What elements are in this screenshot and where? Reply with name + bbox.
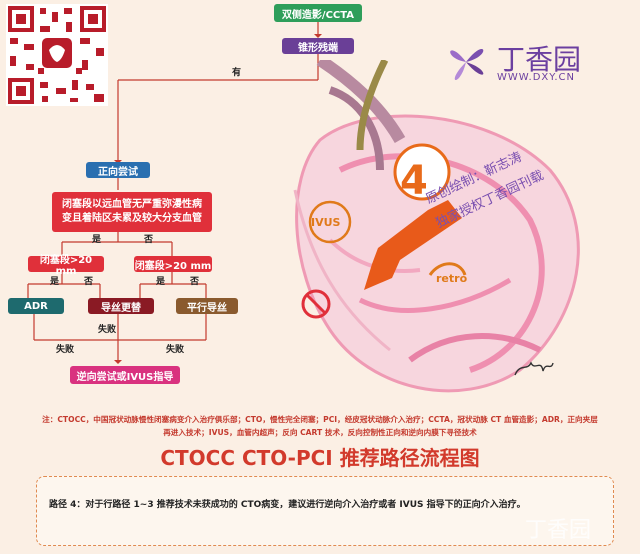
adr-box: ADR <box>8 298 64 314</box>
condition-yes-label: 是 <box>92 235 102 245</box>
qr-code <box>6 4 108 106</box>
len-right-yes: 是 <box>156 277 166 287</box>
logo-name: 丁香园 <box>497 43 582 76</box>
ivus-label: IVUS <box>311 216 341 229</box>
yes-label-top: 有 <box>232 68 242 78</box>
path-description-panel: 路径 4：对于行路径 1~3 推荐技术未获成功的 CTO病变，建议进行逆向介入治… <box>36 476 614 546</box>
parallel-wire-box: 平行导丝 <box>176 298 238 314</box>
fail-label-2: 失败 <box>56 345 75 355</box>
wire-change-box: 导丝更替 <box>88 298 154 314</box>
ccta-box: 双侧造影/CCTA <box>274 4 362 22</box>
condition-no-label: 否 <box>144 235 154 245</box>
length-right-box: 闭塞段>20 mm <box>134 256 212 272</box>
diagram-title: CTOCC CTO-PCI 推荐路径流程图 <box>160 446 480 470</box>
len-right-no: 否 <box>190 277 200 287</box>
logo-url: WWW.DXY.CN <box>497 72 575 83</box>
dxy-flower-icon <box>450 48 484 81</box>
fail-label-1: 失败 <box>98 325 117 335</box>
len-left-no: 否 <box>84 277 94 287</box>
condition-box: 闭塞段以远血管无严重弥漫性病变且着陆区未累及较大分支血管 <box>52 192 212 232</box>
heart-illustration <box>293 60 580 393</box>
path-description: 路径 4：对于行路径 1~3 推荐技术未获成功的 CTO病变，建议进行逆向介入治… <box>49 500 526 510</box>
fail-label-3: 失败 <box>166 345 185 355</box>
retro-label: retro <box>436 272 468 285</box>
length-left-box: 闭塞段>20 mm <box>28 255 104 277</box>
retrograde-box: 逆向尝试或IVUS指导 <box>70 366 180 384</box>
stump-box: 锥形残端 <box>282 38 354 54</box>
watermark: 丁香园 <box>525 518 592 543</box>
footnote: 注：CTOCC，中国冠状动脉慢性闭塞病变介入治疗俱乐部；CTO，慢性完全闭塞；P… <box>42 415 598 437</box>
antegrade-box: 正向尝试 <box>86 162 150 178</box>
len-left-yes: 是 <box>50 277 60 287</box>
flowchart-connectors <box>27 22 322 364</box>
path-number: 4 <box>400 158 428 204</box>
